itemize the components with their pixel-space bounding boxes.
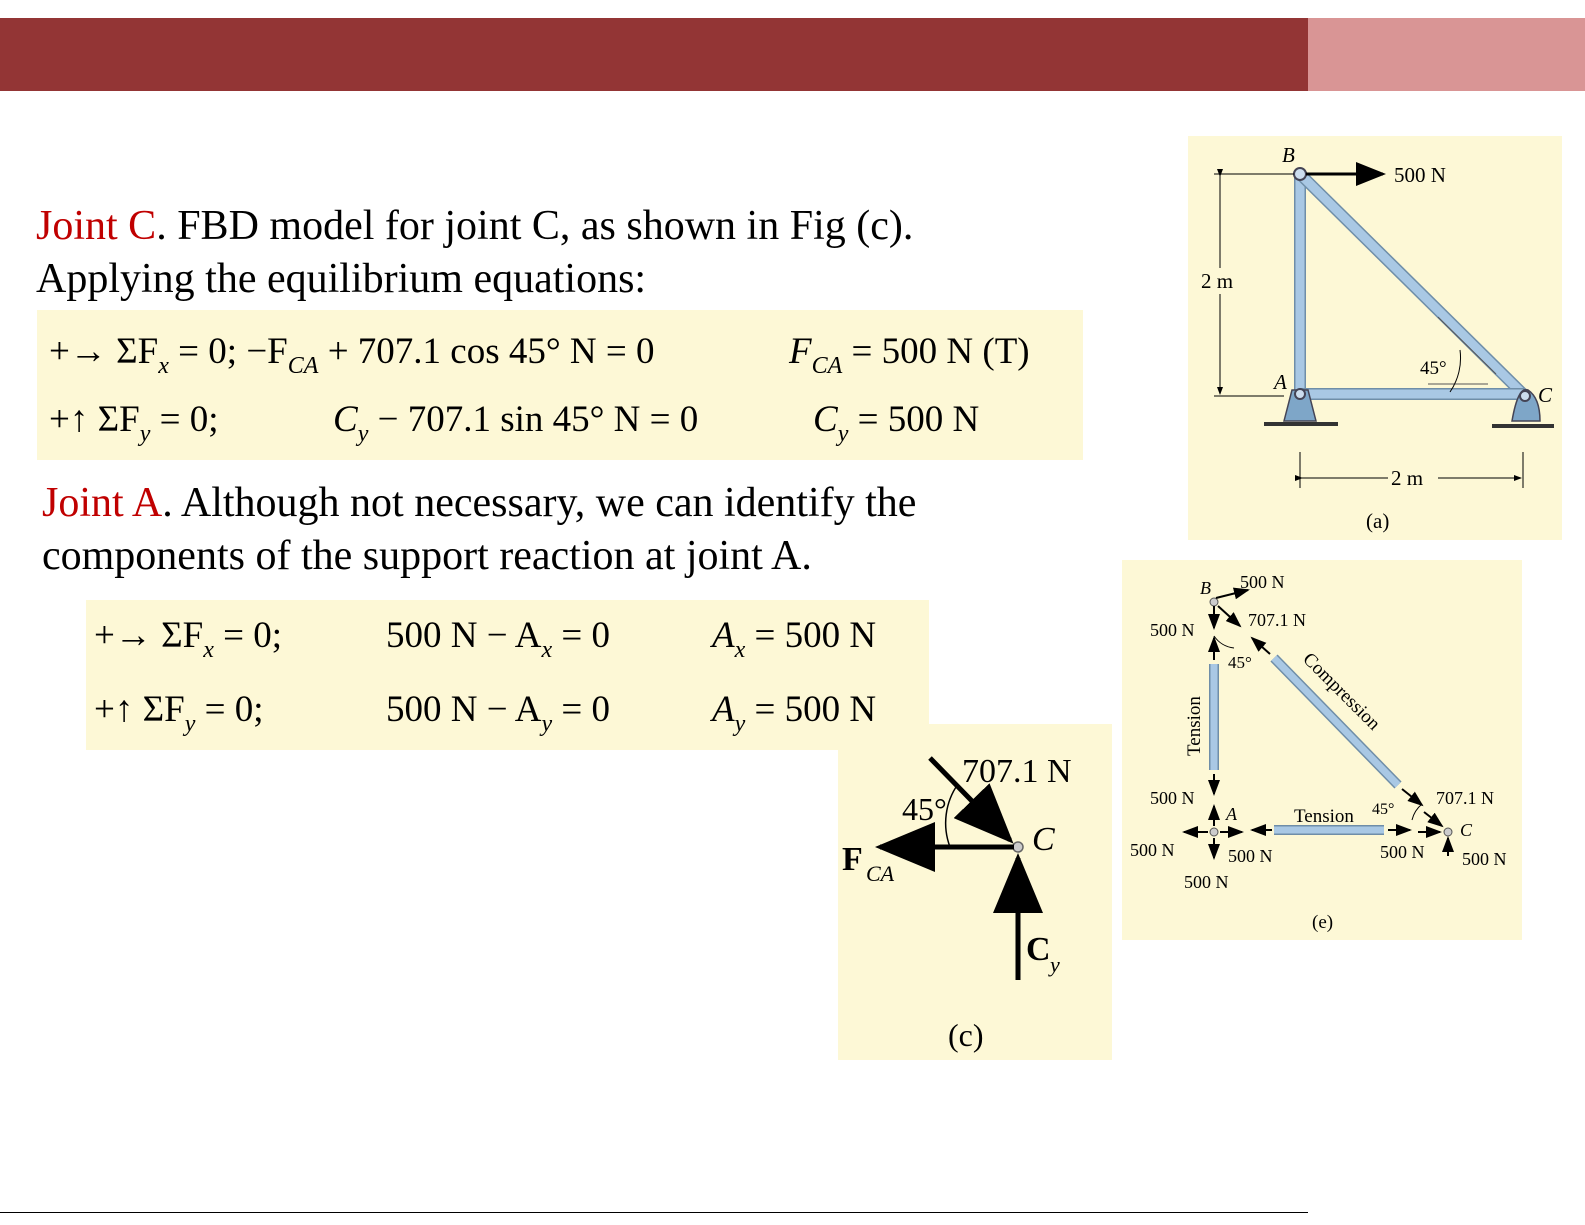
- caption-e: (e): [1312, 912, 1333, 933]
- pin-support-a: [1283, 389, 1317, 422]
- joint-a-line2: components of the support reaction at jo…: [42, 533, 812, 579]
- joint-forces-diagram: B 500 N 500 N 707.1 N 45° Compression Te…: [1130, 572, 1507, 933]
- joint-a-heading: Joint A: [42, 480, 163, 526]
- joint-c-paragraph: Joint C. FBD model for joint C, as shown…: [36, 200, 1156, 306]
- joint-a-result-ay: Ay = 500 N: [712, 689, 877, 737]
- label-b-e: B: [1200, 578, 1211, 598]
- footer-rule: [0, 1212, 1308, 1213]
- figure-e: B 500 N 500 N 707.1 N 45° Compression Te…: [1122, 560, 1522, 940]
- joint-c-heading: Joint C: [36, 203, 157, 249]
- header-accent: [1308, 18, 1585, 91]
- b-right-force: 500 N: [1240, 572, 1285, 592]
- joint-c-eq-y: +↑ ΣFy = 0;: [49, 399, 219, 447]
- label-c: C: [1032, 821, 1055, 858]
- force-label: 500 N: [1394, 163, 1446, 187]
- joint-c-eq-x: +→ ΣFx = 0; −FCA + 707.1 cos 45° N = 0: [49, 331, 655, 379]
- roller-support-c: [1511, 388, 1541, 422]
- joint-c-line1: Joint C. FBD model for joint C, as shown…: [36, 200, 1156, 253]
- b-diag-force: 707.1 N: [1248, 610, 1306, 630]
- joint-a-eq-y: +↑ ΣFy = 0;: [94, 689, 264, 737]
- label-b: B: [1282, 143, 1295, 167]
- joint-a-eq-y-body: 500 N − Ay = 0: [386, 689, 611, 737]
- cy-subscript: y: [1048, 952, 1060, 977]
- angle-label: 45°: [1420, 358, 1447, 379]
- force-707-arrow: [928, 756, 1014, 844]
- joint-c-result-cy: Cy = 500 N: [813, 399, 980, 447]
- b-angle: 45°: [1228, 653, 1252, 672]
- joint-c-fbd: 707.1 N 45° C F CA C y (c): [842, 753, 1072, 1053]
- label-a: A: [1272, 370, 1287, 394]
- joint-a-result-ax: Ax = 500 N: [712, 615, 877, 663]
- joint-c-text: . FBD model for joint C, as shown in Fig…: [156, 203, 914, 249]
- c-angle: 45°: [1372, 801, 1394, 818]
- c-diag-force: 707.1 N: [1436, 788, 1494, 808]
- joint-b: [1293, 167, 1307, 181]
- truss-diagram: B A C 500 N 2 m 45° 2 m (a): [1198, 143, 1554, 533]
- figure-a: B A C 500 N 2 m 45° 2 m (a): [1188, 136, 1562, 540]
- figure-c: 707.1 N 45° C F CA C y (c): [838, 724, 1112, 1060]
- width-label: 2 m: [1391, 466, 1423, 490]
- joint-c-e: [1443, 827, 1453, 837]
- angle-arc: [944, 783, 959, 848]
- caption-a: (a): [1366, 509, 1389, 533]
- height-label: 2 m: [1201, 269, 1233, 293]
- joint-c-point: [1012, 841, 1024, 853]
- joint-a-eq-x: +→ ΣFx = 0;: [94, 615, 283, 663]
- tension-horizontal-label: Tension: [1294, 806, 1354, 827]
- angle-45-label: 45°: [902, 791, 947, 827]
- joint-c-equations: +→ ΣFx = 0; −FCA + 707.1 cos 45° N = 0 F…: [37, 310, 1083, 460]
- joint-a-paragraph: Joint A. Although not necessary, we can …: [42, 477, 1122, 583]
- label-c: C: [1538, 383, 1553, 407]
- joint-a-e: [1209, 827, 1219, 837]
- a-right-force: 500 N: [1228, 846, 1273, 866]
- c-right-force: 500 N: [1462, 849, 1507, 869]
- b-left-force: 500 N: [1150, 620, 1195, 640]
- joint-c-line2: Applying the equilibrium equations:: [36, 256, 647, 302]
- force-707-label: 707.1 N: [962, 753, 1072, 790]
- fca-subscript: CA: [866, 861, 895, 886]
- joint-c-eq-y-body: Cy − 707.1 sin 45° N = 0: [333, 399, 699, 447]
- tension-vertical-label: Tension: [1184, 696, 1205, 756]
- a-left-force: 500 N: [1130, 840, 1175, 860]
- label-c-e: C: [1460, 820, 1473, 840]
- joint-a-text: . Although not necessary, we can identif…: [162, 480, 917, 526]
- a-top-force: 500 N: [1150, 788, 1195, 808]
- joint-a-equations: +→ ΣFx = 0; 500 N − Ax = 0 Ax = 500 N +↑…: [86, 600, 929, 750]
- a-bottom-force: 500 N: [1184, 872, 1229, 892]
- joint-c-result-fca: FCA = 500 N (T): [789, 331, 1030, 379]
- c-left-force: 500 N: [1380, 842, 1425, 862]
- fca-label: F: [842, 841, 863, 878]
- label-a-e: A: [1225, 804, 1238, 824]
- header-bar: [0, 18, 1308, 91]
- joint-b-e: [1209, 597, 1219, 607]
- joint-a-eq-x-body: 500 N − Ax = 0: [386, 615, 611, 663]
- cy-label: C: [1026, 931, 1051, 968]
- joint-a-line1: Joint A. Although not necessary, we can …: [42, 477, 1122, 530]
- caption-c: (c): [948, 1017, 984, 1053]
